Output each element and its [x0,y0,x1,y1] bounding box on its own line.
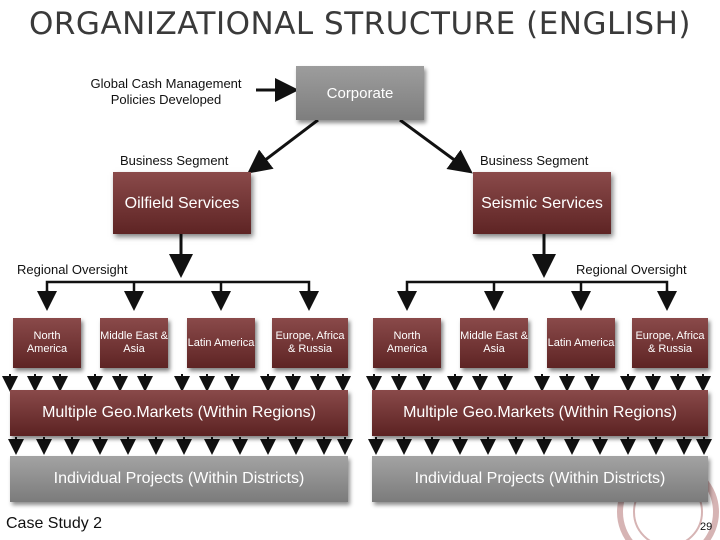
left-oversight-label: Regional Oversight [17,262,128,277]
corporate-to-oilfield-arrow [247,118,319,174]
left-region-europe-africa-russia: Europe, Africa & Russia [272,318,348,368]
left-region-north-america: North America [13,318,81,368]
left-geomarkets-bar: Multiple Geo.Markets (Within Regions) [10,390,348,436]
right-region-north-america: North America [373,318,441,368]
right-segment-label: Business Segment [480,153,589,168]
left-segment-label: Business Segment [120,153,229,168]
right-branch-line [405,280,669,306]
page-number: 29 [700,521,713,533]
page-title: ORGANIZATIONAL STRUCTURE (ENGLISH) [28,6,692,42]
project-arrow-row [8,437,712,455]
geo-arrow-row [2,374,711,392]
right-region-europe-africa-russia: Europe, Africa & Russia [632,318,708,368]
left-projects-bar: Individual Projects (Within Districts) [10,456,348,502]
right-oversight-label: Regional Oversight [576,262,687,277]
left-region-latin-america: Latin America [187,318,255,368]
right-geomarkets-bar: Multiple Geo.Markets (Within Regions) [372,390,708,436]
left-region-middle-east-asia: Middle East & Asia [100,318,168,368]
seismic-services-box: Seismic Services [473,172,611,234]
right-region-latin-america: Latin America [547,318,615,368]
corporate-to-seismic-arrow [399,118,473,174]
right-region-middle-east-asia: Middle East & Asia [460,318,528,368]
right-projects-bar: Individual Projects (Within Districts) [372,456,708,502]
policy-note: Global Cash Management Policies Develope… [90,76,242,107]
case-study-label: Case Study 2 [6,515,103,532]
corporate-box: Corporate [296,66,424,120]
oilfield-services-box: Oilfield Services [113,172,251,234]
left-branch-line [45,280,311,306]
